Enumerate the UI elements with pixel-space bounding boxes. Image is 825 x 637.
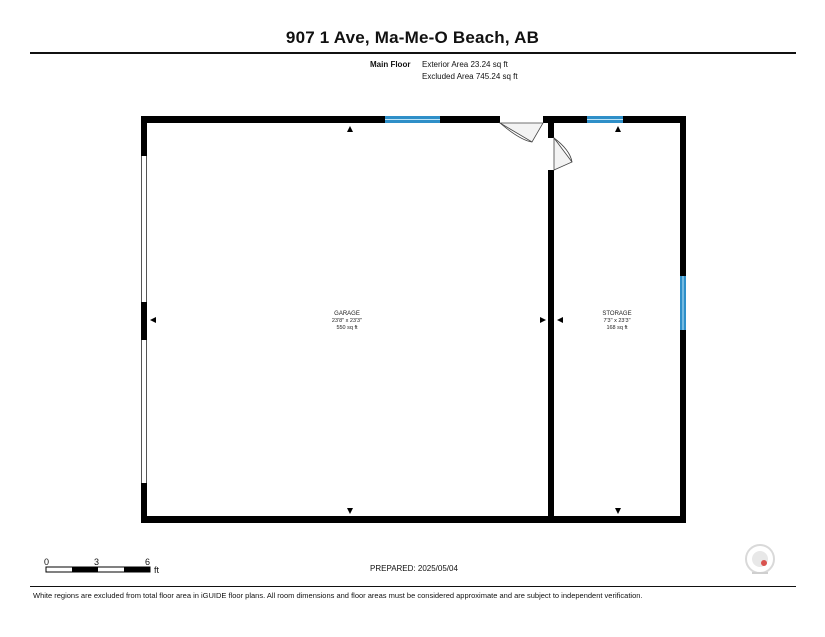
footer-disclaimer: White regions are excluded from total fl… xyxy=(33,591,643,600)
wall-left-middle xyxy=(141,302,147,340)
scale-label-zero: 0 xyxy=(44,557,50,567)
wall-top-storage-right xyxy=(623,116,686,123)
scale-unit: ft xyxy=(154,565,160,575)
prepared-date: PREPARED: 2025/05/04 xyxy=(370,564,458,573)
door-storage xyxy=(553,136,573,171)
page-title: 907 1 Ave, Ma-Me-O Beach, AB xyxy=(285,28,540,47)
footer-divider xyxy=(30,586,796,587)
floor-label: Main Floor xyxy=(370,60,411,69)
wall-right-lower xyxy=(680,330,686,523)
room-label-storage: STORAGE 7'3" x 23'3" 168 sq ft xyxy=(602,311,631,331)
excluded-area: Excluded Area 745.24 sq ft xyxy=(422,72,518,81)
garage-name: GARAGE xyxy=(334,311,360,317)
door-exterior xyxy=(498,122,544,143)
windows xyxy=(385,116,686,330)
storage-dims: 7'3" x 23'3" xyxy=(603,318,630,324)
wall-left-lower xyxy=(141,483,147,523)
storage-area: 168 sq ft xyxy=(606,325,628,331)
garage-dims: 23'8" x 23'3" xyxy=(332,318,362,324)
garage-door-left xyxy=(141,156,147,483)
exterior-area: Exterior Area 23.24 sq ft xyxy=(422,60,508,69)
wall-right-upper xyxy=(680,116,686,276)
garage-area: 550 sq ft xyxy=(336,325,358,331)
wall-partition xyxy=(548,170,554,523)
wall-bottom xyxy=(141,516,686,523)
scale-label-max: 6 xyxy=(145,557,151,567)
storage-name: STORAGE xyxy=(602,311,631,317)
room-label-garage: GARAGE 23'8" x 23'3" 550 sq ft xyxy=(332,311,362,331)
dimension-markers xyxy=(150,126,621,514)
wall-top-left xyxy=(141,116,385,123)
walls xyxy=(141,116,686,523)
wall-top-storage-left xyxy=(543,116,587,123)
title-divider xyxy=(30,52,796,54)
scale-bar xyxy=(45,566,151,573)
iguide-logo-icon xyxy=(745,544,775,574)
wall-top-mid xyxy=(440,116,500,123)
scale-label-mid: 3 xyxy=(94,557,100,567)
doors xyxy=(498,122,573,171)
wall-partition-top xyxy=(548,116,554,138)
wall-left-upper xyxy=(141,116,147,156)
